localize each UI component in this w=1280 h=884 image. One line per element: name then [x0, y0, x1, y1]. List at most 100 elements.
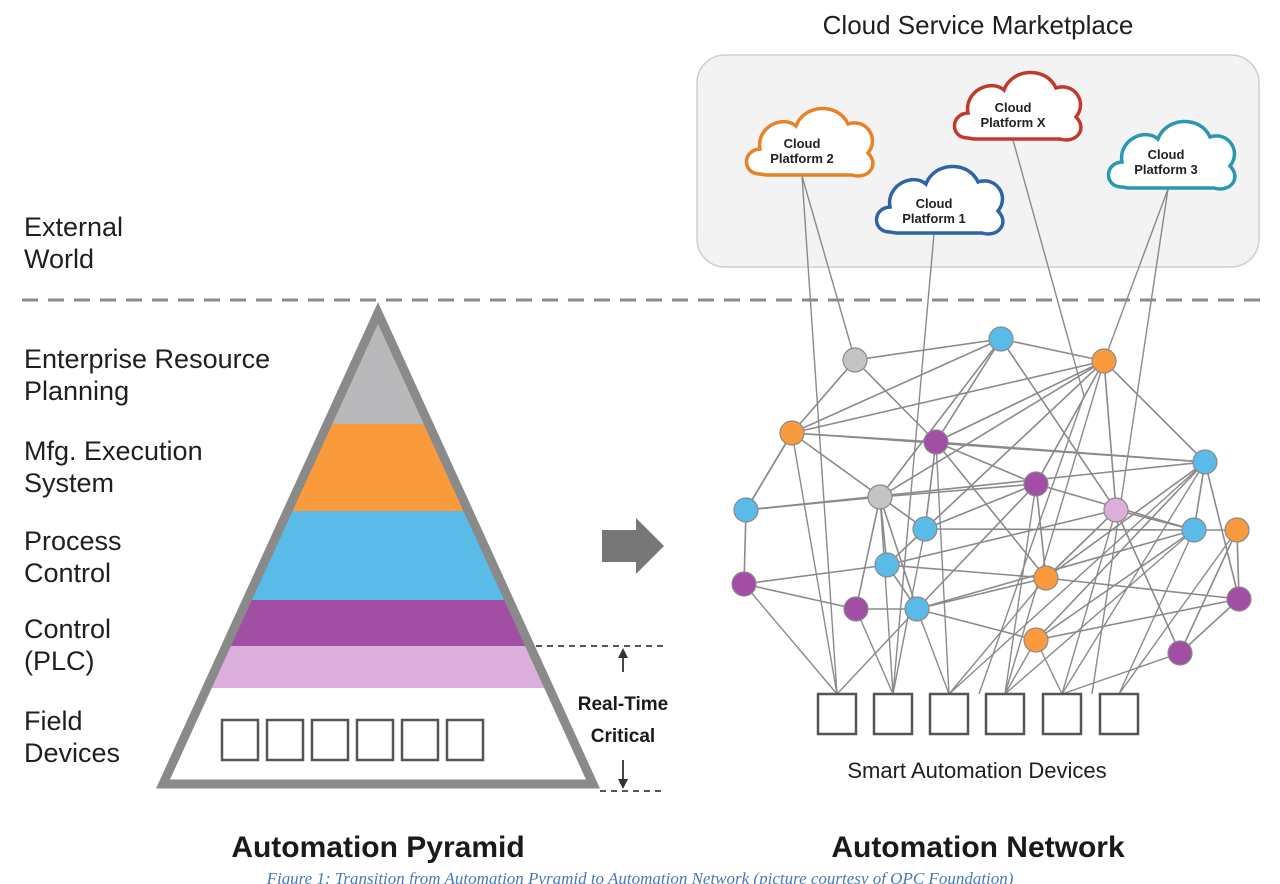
label-field-2: Devices: [24, 738, 120, 768]
network-node: [867, 484, 893, 510]
network-edge: [1000, 338, 1105, 362]
network-edge: [935, 441, 1047, 579]
field-device-box: [220, 718, 260, 762]
layer-mes: [163, 424, 593, 511]
cloud-shape-px: [952, 70, 1083, 142]
label-field-1: Field: [24, 706, 83, 736]
network-node: [731, 571, 757, 597]
network-node: [733, 497, 759, 523]
network-edge: [879, 496, 918, 610]
cloud-p1-line2: Platform 1: [902, 211, 966, 226]
network-title: Automation Network: [831, 831, 1125, 864]
cloud-p3-line1: Cloud: [1148, 147, 1185, 162]
network-node: [1023, 471, 1049, 497]
cloud-platform-2: Cloud Platform 2: [744, 106, 875, 178]
cloud-shape-p3: [1106, 119, 1237, 191]
device-link: [1061, 461, 1206, 695]
network-edge: [886, 564, 1047, 579]
device-link: [948, 461, 1206, 695]
marketplace-box: [696, 54, 1260, 268]
field-device-box: [355, 718, 395, 762]
network-edge: [1103, 360, 1117, 511]
network-node: [1224, 517, 1250, 543]
field-device-box: [445, 718, 485, 762]
device-link: [1004, 529, 1195, 695]
cloud-px-line2: Platform X: [980, 115, 1045, 130]
field-device-box: [265, 718, 305, 762]
cloud-px-line1: Cloud: [995, 100, 1032, 115]
network-edge: [924, 483, 1037, 530]
network-edge: [916, 483, 1037, 610]
cloud-platform-3: Cloud Platform 3: [1106, 119, 1237, 191]
network-node: [842, 347, 868, 373]
network-node: [1033, 565, 1059, 591]
network-node: [988, 326, 1014, 352]
network-node: [1091, 348, 1117, 374]
smart-device-box: [928, 692, 970, 736]
cloud-uplink: [801, 175, 856, 361]
smart-device-box: [984, 692, 1026, 736]
cloud-uplink: [892, 233, 935, 695]
network-edge: [1103, 360, 1206, 463]
device-link: [836, 608, 918, 695]
network-edge: [1035, 360, 1105, 485]
network-edge: [916, 529, 1195, 610]
label-erp-1: Enterprise Resource: [24, 344, 270, 374]
pyramid-level-labels: External World Enterprise Resource Plann…: [24, 212, 270, 768]
label-control-1: Control: [24, 614, 111, 644]
network-edge: [935, 441, 1206, 463]
layer-plc: [163, 646, 593, 688]
pyramid-title: Automation Pyramid: [231, 831, 524, 864]
device-link: [855, 608, 894, 695]
cloud-platform-x: Cloud Platform X: [952, 70, 1083, 142]
network-edge: [1045, 577, 1240, 600]
network-edge: [854, 359, 937, 443]
device-link: [948, 577, 1047, 695]
network-edge: [745, 461, 1206, 511]
network-edge: [855, 496, 881, 610]
cloud-shape-p2: [744, 106, 875, 178]
pyramid-outline: [155, 302, 601, 789]
network-edge: [791, 359, 856, 434]
cloud-platform-1: Cloud Platform 1: [874, 164, 1005, 236]
network-edge: [743, 564, 888, 585]
network-edge: [1035, 529, 1195, 641]
field-device-box: [310, 718, 350, 762]
device-link: [1004, 483, 1037, 695]
label-erp-2: Planning: [24, 376, 129, 406]
network-edge: [1035, 483, 1047, 579]
network-edge: [879, 483, 1037, 498]
network-edge: [1115, 509, 1195, 531]
network-node: [1181, 517, 1207, 543]
network-node: [1103, 497, 1129, 523]
network-edge: [1045, 461, 1206, 579]
network-edge: [935, 441, 1037, 485]
network-edge: [791, 360, 1105, 434]
cloud-p3-line2: Platform 3: [1134, 162, 1198, 177]
network-node: [779, 420, 805, 446]
transition-arrow-icon: [602, 518, 664, 574]
cloud-uplink: [978, 395, 1085, 695]
field-device-box: [400, 718, 440, 762]
cloud-p1-line1: Cloud: [916, 196, 953, 211]
device-link: [1118, 529, 1195, 695]
network-edge: [854, 338, 1002, 361]
network-edge: [745, 432, 793, 511]
network-edge: [743, 583, 857, 610]
device-link: [879, 496, 894, 695]
network-node: [904, 596, 930, 622]
network-node: [923, 429, 949, 455]
network-edge: [916, 577, 1047, 610]
network-edge: [935, 338, 1002, 443]
label-process-1: Process: [24, 526, 122, 556]
cloud-uplink: [1012, 139, 1085, 397]
network-edge: [791, 338, 1002, 434]
smart-device-boxes: [816, 692, 1140, 736]
network-edge: [791, 432, 926, 530]
network-edge: [1000, 338, 1117, 511]
label-process-2: Control: [24, 558, 111, 588]
device-link: [916, 608, 950, 695]
figure-caption: Figure 1: Transition from Automation Pyr…: [266, 869, 1014, 884]
network-node: [1192, 449, 1218, 475]
